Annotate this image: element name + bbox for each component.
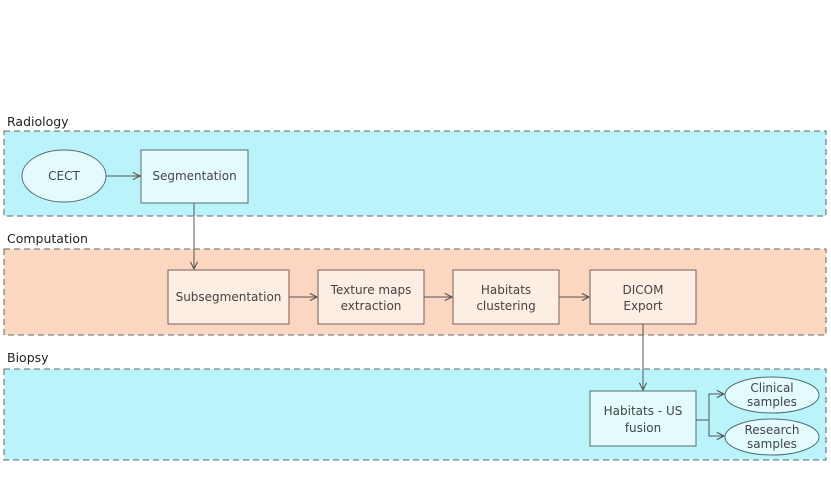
node-subsegmentation-text: Subsegmentation xyxy=(176,290,282,304)
node-fusion-line1: Habitats - US xyxy=(604,404,683,418)
node-texture-line2: extraction xyxy=(341,299,402,313)
node-cect-text: CECT xyxy=(48,169,80,183)
node-subsegmentation xyxy=(167,269,290,325)
node-research-samples xyxy=(724,418,820,456)
node-clinical-line1: Clinical xyxy=(750,381,793,395)
node-clinical-line2: samples xyxy=(747,395,797,409)
node-research-line1: Research xyxy=(744,423,799,437)
node-segmentation-text: Segmentation xyxy=(152,169,236,183)
node-dicom-export xyxy=(589,269,697,325)
node-habitats-line1: Habitats xyxy=(481,283,531,297)
lane-label-biopsy: Biopsy xyxy=(7,350,49,365)
node-research-line2: samples xyxy=(747,437,797,451)
node-habitats-line2: clustering xyxy=(476,299,535,313)
lane-radiology xyxy=(3,130,827,217)
node-dicom-line2: Export xyxy=(623,299,663,313)
node-fusion-line2: fusion xyxy=(625,421,661,435)
node-habitats-us-fusion xyxy=(589,390,697,447)
node-texture-maps xyxy=(317,269,425,325)
node-texture-line1: Texture maps xyxy=(330,283,412,297)
arrow-fusion-clinical xyxy=(696,394,724,421)
lane-label-computation: Computation xyxy=(7,231,88,246)
node-dicom-line1: DICOM xyxy=(623,283,664,297)
lane-label-radiology: Radiology xyxy=(7,114,69,129)
node-habitats-clustering xyxy=(452,269,560,325)
lane-biopsy xyxy=(3,368,827,461)
node-segmentation xyxy=(140,149,249,204)
arrow-fusion-research xyxy=(708,420,724,436)
node-clinical-samples xyxy=(724,376,820,414)
